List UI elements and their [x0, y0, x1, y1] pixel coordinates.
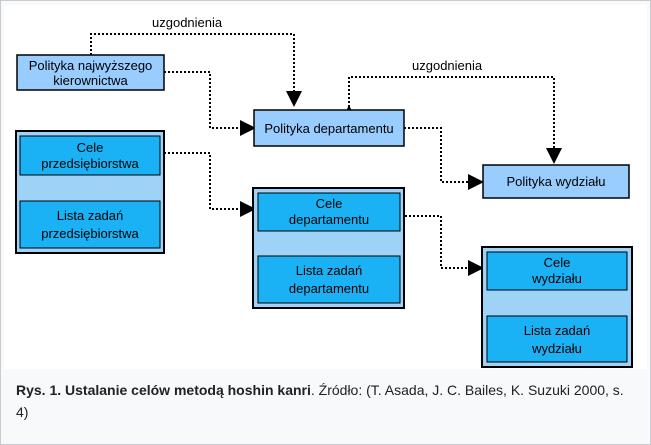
division-tasks-line2: wydziału: [531, 341, 582, 356]
dept-to-division-connector: [404, 127, 484, 190]
department-goals-line2: departamentu: [289, 212, 369, 227]
company-goals-box: [19, 135, 161, 176]
dept-goals-to-division-goals-connector: [405, 215, 484, 276]
division-goals-line1: Cele: [544, 255, 571, 270]
caption-title: Rys. 1. Ustalanie celów metodą hoshin ka…: [16, 382, 311, 398]
division-goals-line2: wydziału: [531, 271, 582, 286]
uzgodnienia-right-connector: [341, 76, 562, 164]
figure-caption: Rys. 1. Ustalanie celów metodą hoshin ka…: [16, 379, 636, 423]
top-management-policy-line1: Polityka najwyższego: [29, 58, 153, 73]
division-tasks-box: [486, 315, 628, 363]
department-policy-label: Polityka departamentu: [264, 121, 393, 136]
top-management-policy-box: [16, 54, 165, 91]
caption-source: . Źródło: (T. Asada, J. C. Bailes, K. Su…: [16, 382, 624, 420]
agreement-label-top: uzgodnienia: [152, 15, 223, 30]
company-goals-line1: Cele: [77, 140, 104, 155]
department-policy-box: [253, 109, 405, 147]
agreement-label-right: uzgodnienia: [412, 58, 483, 73]
company-tasks-line2: przedsiębiorstwa: [41, 226, 139, 241]
department-goals-box: [257, 192, 401, 232]
division-policy-label: Polityka wydziału: [507, 174, 606, 189]
company-tasks-line1: Lista zadań: [57, 208, 124, 223]
top-to-dept-connector: [164, 71, 256, 136]
company-tasks-box: [19, 200, 161, 249]
company-goals-to-dept-goals-connector: [164, 152, 256, 217]
division-policy-box: [482, 164, 630, 199]
department-tasks-box: [257, 255, 401, 304]
diagram-svg: uzgodnienia uzgodnienia Polityka najwyżs…: [15, 15, 633, 368]
department-tasks-line1: Lista zadań: [296, 263, 363, 278]
diagram: uzgodnienia uzgodnienia Polityka najwyżs…: [4, 5, 647, 369]
division-goals-box: [486, 251, 628, 291]
top-management-policy-line2: kierownictwa: [53, 73, 128, 88]
division-tasks-line1: Lista zadań: [524, 323, 591, 338]
company-goals-line2: przedsiębiorstwa: [41, 156, 139, 171]
department-goals-line1: Cele: [316, 196, 343, 211]
department-tasks-line2: departamentu: [289, 281, 369, 296]
